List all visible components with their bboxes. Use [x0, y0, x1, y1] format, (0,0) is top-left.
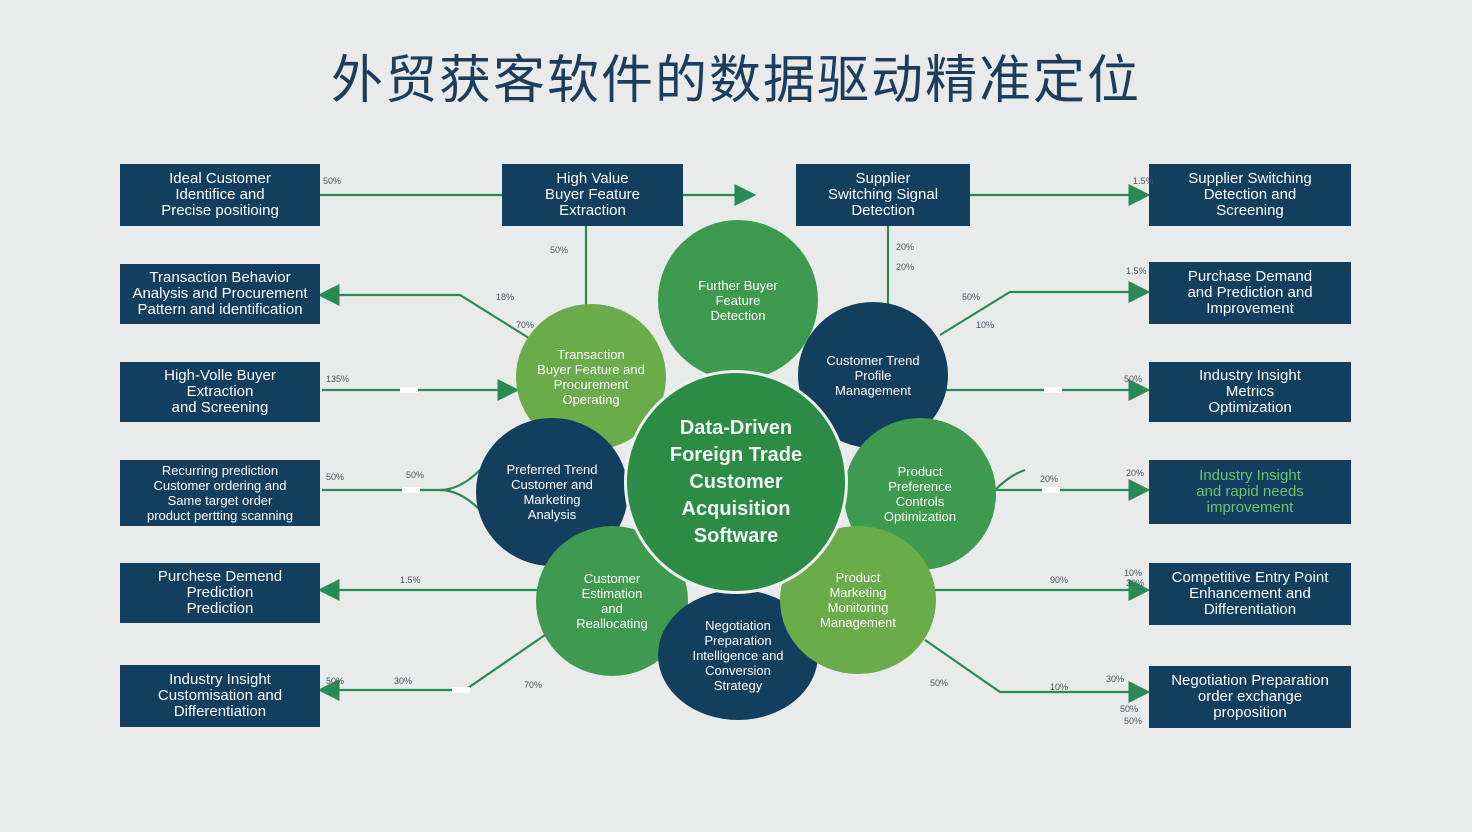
tick-left-3	[400, 387, 418, 393]
left-box-4: Recurring prediction Customer ordering a…	[120, 460, 320, 526]
pct-label: 90%	[1050, 575, 1069, 585]
top-box-2: Supplier Switching Signal Detection	[796, 164, 970, 226]
pct-label: 50%	[1124, 716, 1143, 726]
line-left-6	[317, 634, 546, 701]
pct-label: 1.5%	[1126, 266, 1147, 276]
pct-label: 50%	[323, 176, 342, 186]
right-box-5: Competitive Entry Point Enhancement and …	[1149, 563, 1351, 625]
top-box-1: High Value Buyer Feature Extraction	[502, 164, 683, 226]
pct-label: 50%	[1120, 704, 1139, 714]
circle-lower-right: Product Marketing Monitoring Management	[780, 526, 936, 674]
right-box-3: Industry Insight Metrics Optimization	[1149, 362, 1351, 422]
line-left-4	[322, 469, 481, 492]
pct-label: 1.5%	[1133, 176, 1154, 186]
pct-label: 20%	[1040, 474, 1059, 484]
line-right-4a	[994, 468, 1026, 491]
line-right-6	[924, 639, 1151, 703]
pct-label: 30%	[394, 676, 413, 686]
tick-right-3	[1044, 387, 1062, 393]
pct-label: 10%	[1050, 682, 1069, 692]
tick-left-4	[402, 487, 420, 493]
pct-label: 10%	[1124, 568, 1143, 578]
pct-label: 1.5%	[400, 575, 421, 585]
pct-label: 50%	[326, 472, 345, 482]
pct-label: 135%	[326, 374, 350, 384]
center-circle: Data-Driven Foreign Trade Customer Acqui…	[624, 370, 848, 594]
page-title: 外贸获客软件的数据驱动精准定位	[330, 51, 1141, 111]
pct-label: 10%	[976, 320, 995, 330]
circle-right: Product Preference Controls Optimization	[844, 418, 996, 570]
left-box-1: Ideal Customer Identifice and Precise po…	[120, 164, 320, 226]
circle-lower-left: Customer Estimation and Reallocating	[536, 526, 688, 676]
pct-label: 70%	[524, 680, 543, 690]
pct-label: 30%	[1106, 674, 1125, 684]
right-box-1: Supplier Switching Detection and Screeni…	[1149, 164, 1351, 226]
pct-label: 20%	[1126, 468, 1145, 478]
pct-label: 50%	[406, 470, 425, 480]
circle-top: Further Buyer Feature Detection	[658, 220, 818, 380]
line-left-2	[317, 284, 541, 346]
pct-label: 30%	[1126, 578, 1145, 588]
pct-label: 50%	[930, 678, 949, 688]
pct-label: 70%	[516, 320, 535, 330]
left-box-6: Industry Insight Customisation and Diffe…	[120, 665, 320, 727]
tick-right-4	[1042, 487, 1060, 493]
line-right-2	[939, 281, 1151, 336]
pct-label: 18%	[496, 292, 515, 302]
left-box-3: High-Volle Buyer Extraction and Screenin…	[120, 362, 320, 422]
right-box-6: Negotiation Preparation order exchange p…	[1149, 666, 1351, 728]
pct-label: 50%	[550, 245, 569, 255]
pct-label: 20%	[896, 242, 915, 252]
right-box-4: Industry Insight and rapid needs improve…	[1149, 460, 1351, 524]
pct-label: 20%	[896, 262, 915, 272]
right-box-2: Purchase Demand and Prediction and Impro…	[1149, 262, 1351, 324]
left-box-2: Transaction Behavior Analysis and Procur…	[120, 264, 320, 324]
pct-label: 50%	[962, 292, 981, 302]
line-left-4b	[439, 488, 481, 511]
pct-label: 50%	[326, 676, 345, 686]
left-box-5: Purchese Demend Prediction Prediction	[120, 563, 320, 623]
tick-left-6	[452, 687, 470, 693]
pct-label: 50%	[1124, 374, 1143, 384]
